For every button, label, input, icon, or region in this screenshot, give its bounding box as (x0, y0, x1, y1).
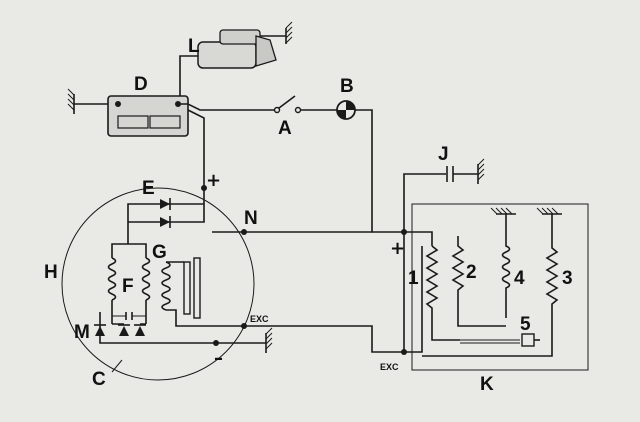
label-d: D (134, 74, 148, 95)
alternator-housing (61, 187, 255, 381)
label-k: K (480, 374, 494, 395)
suppression-capacitor-j (403, 158, 485, 232)
label-e: E (142, 178, 155, 199)
starter-ground-icon (285, 21, 293, 44)
label-g: G (152, 242, 167, 263)
label-2: 2 (466, 262, 477, 283)
label-m: M (74, 322, 90, 343)
plus-terminal-regulator: + (390, 238, 405, 259)
ignition-switch (273, 95, 302, 114)
regulator-contact-5 (521, 333, 540, 347)
exc-label-regulator: EXC (380, 362, 399, 372)
battery-ground-icon (67, 88, 108, 114)
starter-motor (197, 29, 286, 69)
label-4: 4 (514, 268, 525, 289)
label-c: C (92, 369, 106, 390)
alternator-ground-icon (216, 327, 273, 353)
capacitor-c (111, 312, 146, 373)
label-l: L (188, 36, 200, 57)
regulator-box (411, 203, 589, 371)
exc-label-alternator: EXC (250, 314, 269, 324)
label-1: 1 (408, 268, 419, 289)
regulator-ground-icons (490, 207, 562, 215)
stator-winding-right (141, 257, 151, 324)
diode-pair-e (127, 188, 205, 244)
charge-warning-lamp (336, 100, 356, 120)
rectifier-diodes (94, 312, 216, 344)
label-f: F (122, 276, 134, 297)
label-5: 5 (520, 314, 531, 335)
label-n: N (244, 208, 258, 229)
plus-terminal-alternator: + (206, 170, 221, 191)
minus-terminal: – (214, 348, 223, 369)
label-h: H (44, 262, 58, 283)
rotor-coil (161, 257, 244, 327)
label-3: 3 (562, 268, 573, 289)
stator-winding-left (107, 257, 117, 324)
label-a: A (278, 118, 292, 139)
battery (107, 95, 189, 137)
regulator-coils (422, 214, 559, 357)
label-b: B (340, 76, 354, 97)
label-j: J (438, 144, 449, 165)
